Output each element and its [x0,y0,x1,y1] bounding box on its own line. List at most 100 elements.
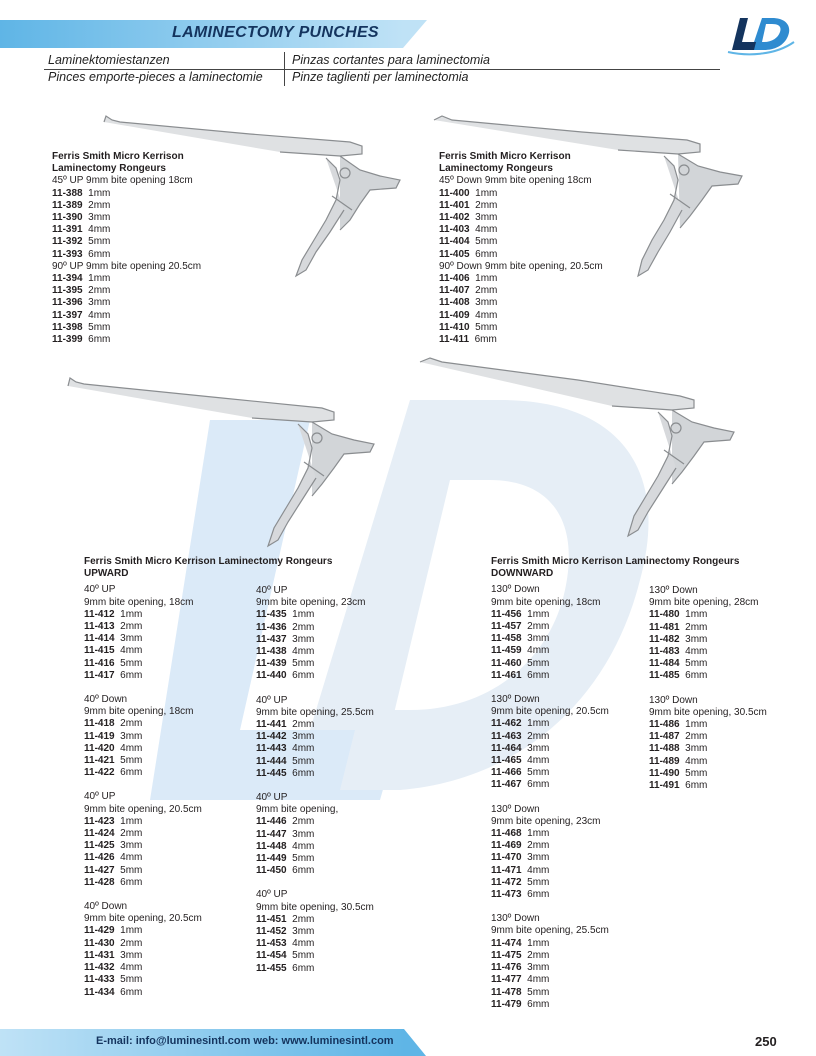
item-code: 11-407 [439,285,470,297]
catalog-item: 11-388 1mm [52,188,201,200]
item-size: 6mm [120,876,143,888]
catalog-item: 11-390 3mm [52,212,201,224]
group-spacer [491,901,739,913]
catalog-item: 11-430 2mm [84,938,332,950]
group-heading: 40º UP [256,694,288,706]
catalog-item: 11-400 1mm [439,188,603,200]
item-size: 2mm [475,285,498,297]
item-size: 6mm [88,334,111,346]
item-size: 5mm [475,321,498,333]
item-size: 1mm [475,187,498,199]
item-code: 11-395 [52,285,83,297]
item-code: 11-486 [649,719,680,731]
item-code: 11-440 [256,670,287,682]
item-code: 11-388 [52,187,83,199]
catalog-item: 11-393 6mm [52,249,201,261]
group-subheading: 9mm bite opening, 23cm [256,597,366,609]
item-size: 6mm [120,767,143,779]
block-title: UPWARD [84,568,129,580]
catalog-item: 11-472 5mm [491,877,739,889]
group-heading: 90º UP 9mm bite opening 20.5cm [52,260,202,272]
item-size: 6mm [292,670,315,682]
item-size: 6mm [292,767,315,779]
item-size: 6mm [88,248,111,260]
item-code: 11-418 [84,718,115,730]
catalog-item: 11-488 3mm [649,743,767,755]
catalog-item: 11-407 2mm [439,285,603,297]
item-code: 11-420 [84,742,115,754]
item-size: 5mm [475,236,498,248]
catalog-item: 11-491 6mm [649,780,767,792]
item-code: 11-426 [84,852,115,864]
item-size: 5mm [120,864,143,876]
catalog-item: 11-482 3mm [649,634,767,646]
catalog-item: 11-417 6mm [84,670,332,682]
catalog-item: 11-427 5mm [84,865,332,877]
group-heading: 90º Down 9mm bite opening, 20.5cm [439,260,603,272]
item-size: 1mm [527,828,550,840]
item-size: 1mm [88,187,111,199]
item-code: 11-429 [84,925,115,937]
item-size: 4mm [292,840,315,852]
item-code: 11-490 [649,767,680,779]
catalog-item: 11-397 4mm [52,310,201,322]
item-code: 11-450 [256,865,287,877]
group-subheading: 9mm bite opening, 20.5cm [84,913,202,925]
page-number: 250 [755,1034,777,1049]
item-code: 11-488 [649,743,680,755]
catalog-item: 11-487 2mm [649,731,767,743]
item-size: 1mm [527,937,550,949]
item-code: 11-409 [439,309,470,321]
catalog-item: 11-404 5mm [439,236,603,248]
catalog-item: 11-467 6mm [491,779,739,791]
item-code: 11-466 [491,767,522,779]
group-heading: 40º UP [256,585,288,596]
item-code: 11-396 [52,297,83,309]
catalog-item: 11-436 2mm [256,622,374,634]
item-code: 11-458 [491,633,522,645]
item-size: 6mm [685,780,708,792]
item-size: 5mm [120,974,143,986]
item-size: 4mm [527,974,550,986]
item-code: 11-430 [84,937,115,949]
catalog-item: 11-457 2mm [491,621,739,633]
item-size: 1mm [685,609,708,621]
item-size: 5mm [88,236,111,248]
footer-contact: E-mail: info@luminesintl.com web: www.lu… [96,1035,394,1047]
catalog-item: 11-433 5mm [84,974,332,986]
item-code: 11-413 [84,621,115,633]
group-subheading: 9mm bite opening, 20.5cm [491,706,609,718]
item-code: 11-423 [84,815,115,827]
item-code: 11-441 [256,719,287,731]
item-size: 3mm [527,633,550,645]
item-size: 2mm [120,828,143,840]
catalog-item: 11-456 1mm [491,609,739,621]
item-size: 4mm [292,743,315,755]
item-size: 3mm [685,743,708,755]
item-size: 3mm [120,730,143,742]
catalog-item: 11-423 1mm [84,816,332,828]
catalog-item: 11-452 3mm [256,926,374,938]
item-size: 5mm [527,657,550,669]
translation-german: Laminektomiestanzen [48,53,170,67]
item-code: 11-438 [256,646,287,658]
item-code: 11-452 [256,926,287,938]
catalog-item: 11-401 2mm [439,200,603,212]
item-size: 6mm [527,889,550,901]
group-heading: 130º Down [649,694,698,706]
item-code: 11-446 [256,816,287,828]
item-size: 3mm [527,742,550,754]
brand-logo [727,18,795,56]
group-heading: 130º Down [491,803,540,815]
footer-band [0,1029,426,1056]
catalog-item: 11-473 6mm [491,889,739,901]
group-heading: 40º Down [84,694,128,706]
item-code: 11-443 [256,743,287,755]
item-code: 11-445 [256,767,287,779]
item-size: 4mm [88,309,111,321]
item-size: 5mm [120,657,143,669]
item-size: 4mm [120,645,143,657]
item-code: 11-442 [256,731,287,743]
item-code: 11-431 [84,949,115,961]
item-size: 5mm [292,658,315,670]
